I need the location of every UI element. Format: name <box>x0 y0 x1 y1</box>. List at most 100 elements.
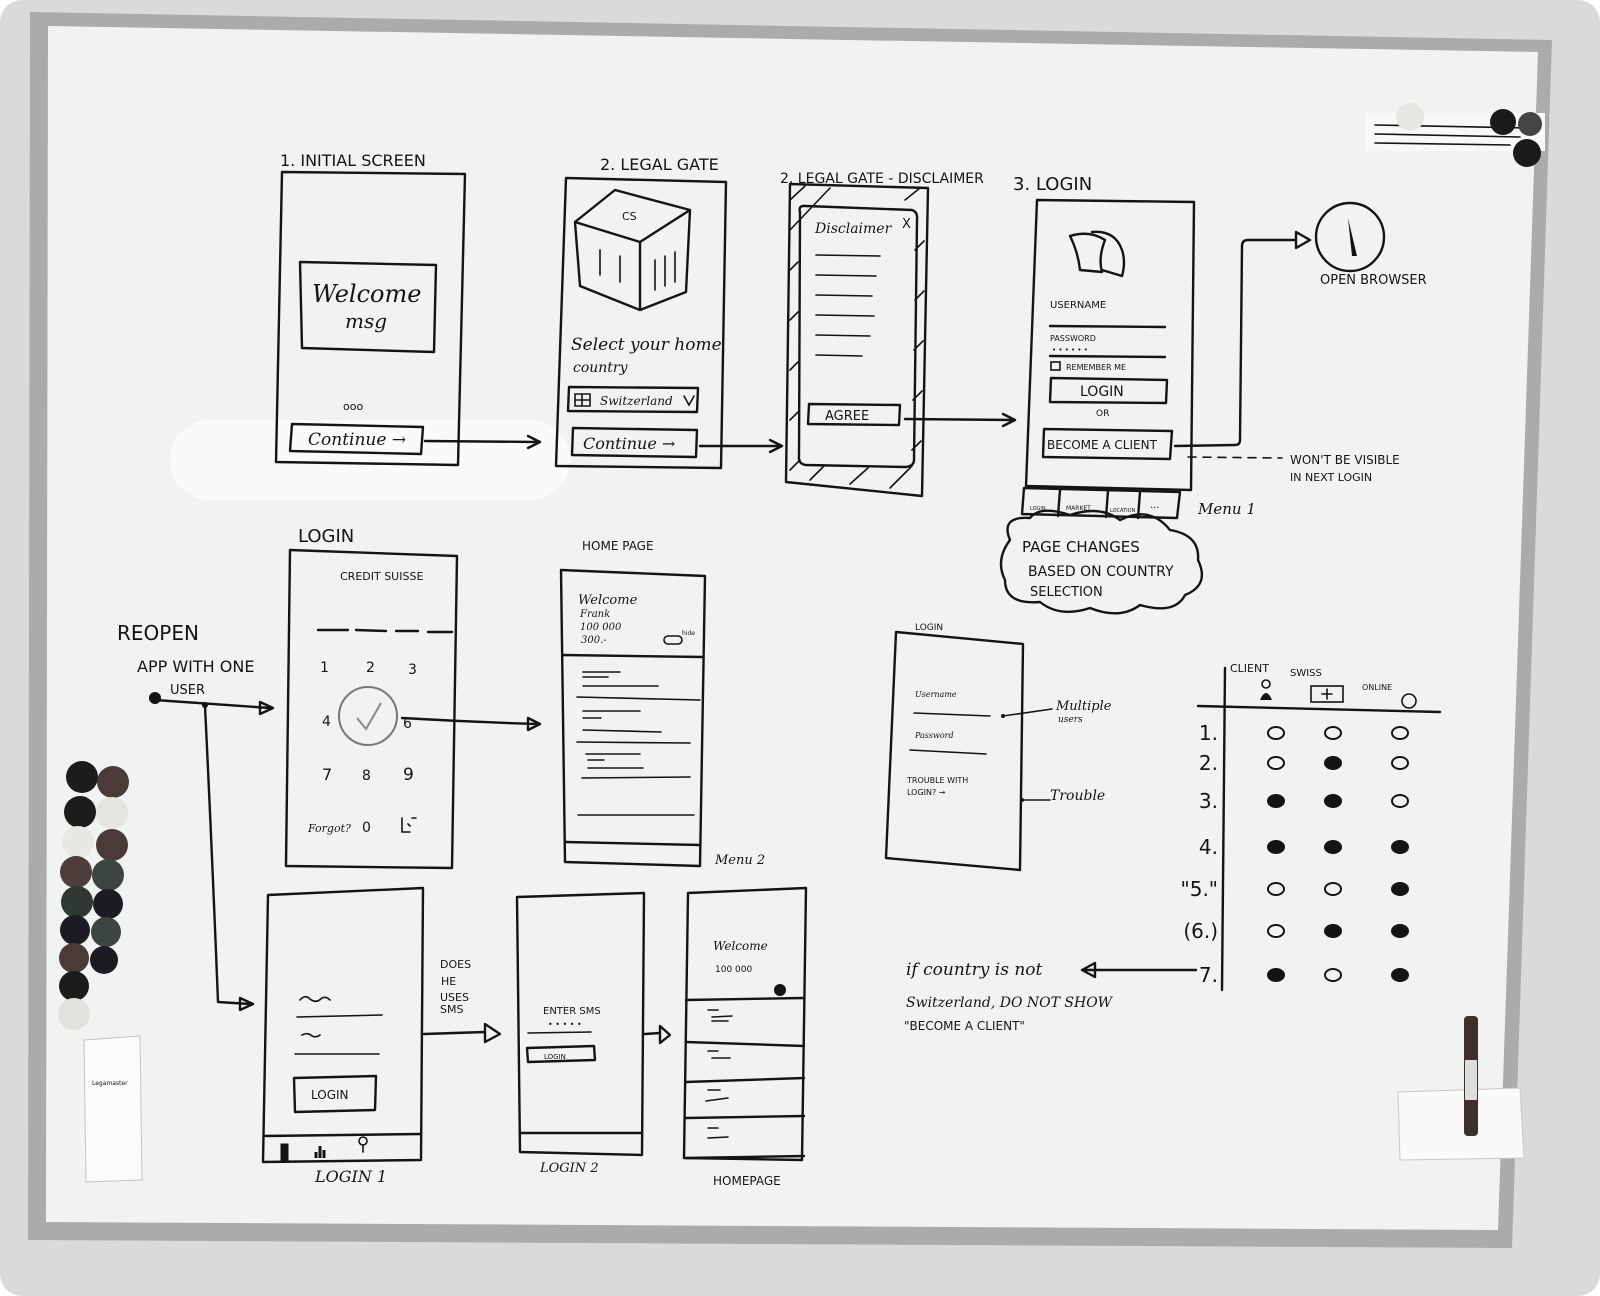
rule-note-3: "BECOME A CLIENT" <box>904 1019 1025 1033</box>
reopen-label-3: USER <box>170 683 205 698</box>
forgot-link: Forgot? <box>307 822 351 835</box>
multiple-users-note-2: users <box>1058 715 1083 725</box>
key-0: 0 <box>362 820 371 836</box>
matrix-dot-filled <box>1324 794 1342 808</box>
matrix-dot-empty <box>1324 968 1342 982</box>
screen-homepage: Welcome 100 000 HOMEPAGE <box>682 886 808 1188</box>
screen-caption: LOGIN 1 <box>314 1167 387 1186</box>
screen-disclaimer: 2. LEGAL GATE - DISCLAIMER Disclaimer X … <box>780 171 984 498</box>
tabbar-icons <box>280 1143 326 1161</box>
matrix-dot-empty <box>1267 882 1285 896</box>
menu-label: Menu 2 <box>714 853 765 868</box>
matrix-dot-empty <box>1267 756 1285 770</box>
sms-question: DOES <box>440 958 471 971</box>
matrix-dot-empty <box>1391 756 1409 770</box>
welcome-msg-text: msg <box>345 309 387 333</box>
matrix-dot-filled <box>1324 924 1342 938</box>
matrix-dot-filled <box>1324 756 1342 770</box>
matrix-dot-filled <box>1391 882 1409 896</box>
multiple-users-note: Multiple <box>1055 699 1112 714</box>
rule-note: if country is not <box>906 960 1043 980</box>
matrix-row-label: 3. <box>1199 789 1218 813</box>
balance: 100 000 <box>580 622 622 633</box>
key-4: 4 <box>322 714 331 730</box>
screen-login-small: LOGIN Username Password TROUBLE WITH LOG… <box>884 623 1025 872</box>
matrix-dot-filled <box>1324 840 1342 854</box>
tab-market: MARKET <box>1066 505 1091 512</box>
country-dropdown: Switzerland <box>600 394 673 408</box>
brand-label: CREDIT SUISSE <box>340 570 423 583</box>
not-visible-note: WON'T BE VISIBLE <box>1290 453 1400 467</box>
tab-more: ... <box>1150 500 1160 511</box>
matrix-dot-empty <box>1391 726 1409 740</box>
become-client-button: BECOME A CLIENT <box>1047 438 1158 452</box>
magnet <box>1513 139 1541 167</box>
not-visible-note-2: IN NEXT LOGIN <box>1290 471 1372 484</box>
key-2: 2 <box>366 660 375 676</box>
matrix-row-label: 2. <box>1199 751 1218 775</box>
sms-prompt: ENTER SMS <box>543 1006 601 1017</box>
cloud-text-2: BASED ON COUNTRY <box>1028 564 1174 580</box>
screen-title: 2. LEGAL GATE - DISCLAIMER <box>780 171 984 187</box>
eraser: Legamaster <box>83 1035 143 1183</box>
trouble-link-2: LOGIN? → <box>907 788 946 797</box>
sms-code-field: • • • • • <box>548 1020 582 1029</box>
key-6: 6 <box>403 716 412 732</box>
agree-button: AGREE <box>825 409 869 424</box>
magnet <box>1490 109 1516 135</box>
menu-1-tabbar <box>1020 486 1182 520</box>
reopen-label-2: APP WITH ONE <box>137 657 254 676</box>
trouble-note: Trouble <box>1050 788 1105 804</box>
person-icon <box>1260 679 1272 700</box>
matrix-header-swiss: SWISS <box>1290 668 1322 679</box>
eraser-brand: Legamaster <box>92 1080 128 1087</box>
country-prompt: Select your home <box>571 335 722 355</box>
tab-login: LOGIN <box>1030 506 1046 512</box>
trouble-link: TROUBLE WITH <box>906 776 968 785</box>
password-field: Password <box>914 731 954 740</box>
matrix-dot-empty <box>1267 726 1285 740</box>
matrix-row-label: (6.) <box>1183 919 1218 943</box>
screen-pin-login: LOGIN CREDIT SUISSE 1 2 3 4 6 7 8 9 Forg… <box>284 526 459 870</box>
screen-caption: HOMEPAGE <box>713 1174 781 1188</box>
or-label: OR <box>1096 409 1109 419</box>
welcome-bubble <box>298 260 438 354</box>
loading-indicator: ooo <box>343 400 363 413</box>
cloud-note <box>999 509 1203 615</box>
screen-login-1: LOGIN LOGIN 1 <box>261 886 425 1186</box>
remember-label: REMEMBER ME <box>1066 363 1126 372</box>
magnet <box>1518 112 1542 136</box>
screen-title: 2. LEGAL GATE <box>600 155 719 174</box>
login-button: LOGIN <box>311 1088 349 1102</box>
matrix-dot-filled <box>1391 924 1409 938</box>
glare <box>170 420 570 500</box>
success-check-icon <box>338 686 398 746</box>
welcome-text: Welcome <box>578 593 638 608</box>
compass-icon <box>1314 201 1386 273</box>
sub-balance: 300.- <box>581 635 607 646</box>
sms-question-2: HE <box>441 975 456 988</box>
remember-checkbox <box>1050 361 1061 371</box>
screen-title: 1. INITIAL SCREEN <box>280 151 426 170</box>
swiss-flag-icon <box>1310 685 1344 703</box>
screen-home: HOME PAGE Welcome Frank 100 000 300.- hi… <box>559 539 765 868</box>
country-prompt-2: country <box>573 360 629 376</box>
username-label: USERNAME <box>1050 300 1106 311</box>
hide-toggle <box>663 635 683 645</box>
matrix-header-client: CLIENT <box>1230 662 1269 675</box>
matrix-dot-filled <box>1267 794 1285 808</box>
login-button: LOGIN <box>1080 384 1124 400</box>
key-1: 1 <box>320 660 329 676</box>
face-id-icon <box>401 817 417 833</box>
matrix-dot-empty <box>1391 794 1409 808</box>
feature-matrix: CLIENT SWISS ONLINE 1.2.3.4."5."(6.)7. <box>1181 662 1442 992</box>
key-9: 9 <box>403 765 414 785</box>
matrix-dot-filled <box>1391 968 1409 982</box>
marker-holder <box>1397 1016 1525 1161</box>
screen-title: HOME PAGE <box>582 539 654 553</box>
board-surface <box>46 26 1538 1230</box>
screen-title: 3. LOGIN <box>1013 174 1092 195</box>
hide-toggle-label: hide <box>682 630 695 637</box>
building-logo: CS <box>622 210 637 223</box>
